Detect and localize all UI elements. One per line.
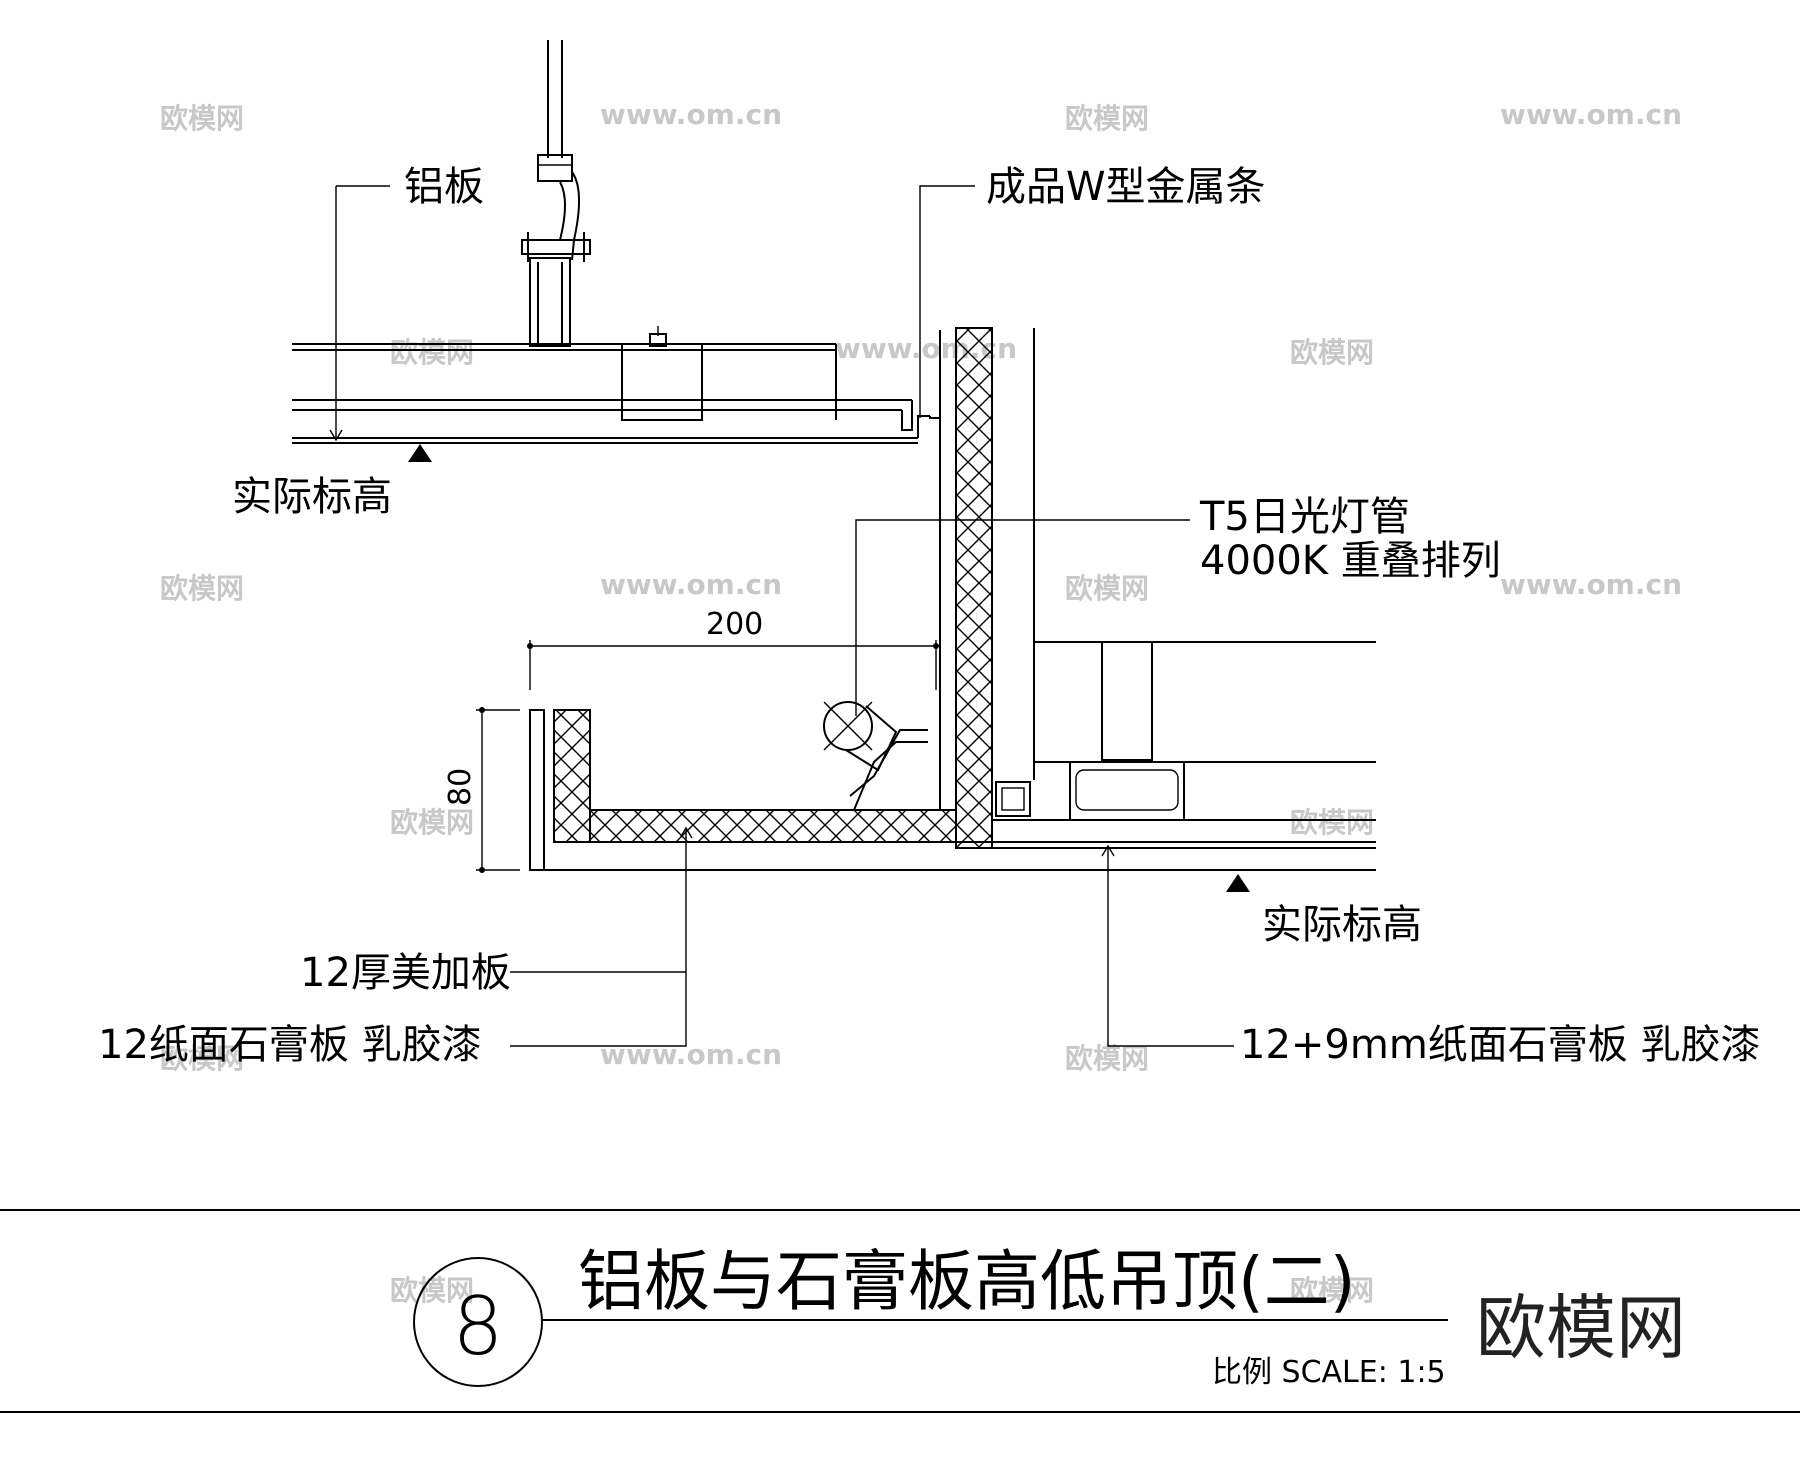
drawing-number: 8 xyxy=(453,1280,504,1373)
watermark-url: www.om.cn xyxy=(600,98,782,131)
title-block: 8 铝板与石膏板高低吊顶(二) 比例 SCALE: 1:5 欧模网 xyxy=(0,1209,1800,1413)
label-aluminum-panel: 铝板 xyxy=(404,164,484,210)
gypsum-box xyxy=(510,519,1376,1047)
drawing-title: 铝板与石膏板高低吊顶(二) xyxy=(578,1243,1356,1320)
drawing-scale: 比例 SCALE: 1:5 xyxy=(1212,1355,1446,1390)
aluminum-ceiling xyxy=(292,40,975,462)
watermark-text: 欧模网 xyxy=(1290,806,1374,839)
dim-height-label: 80 xyxy=(443,768,478,806)
label-w-metal-strip: 成品W型金属条 xyxy=(986,164,1266,210)
watermark-url: www.om.cn xyxy=(1500,98,1682,131)
watermark-text: 欧模网 xyxy=(1065,572,1149,605)
watermark-text: 欧模网 xyxy=(390,806,474,839)
watermark-text: 欧模网 xyxy=(1290,336,1374,369)
watermark-text: 欧模网 xyxy=(1065,102,1149,135)
watermark-text: 欧模网 xyxy=(160,102,244,135)
watermark-url: www.om.cn xyxy=(1500,568,1682,601)
label-t5-tube-1: T5日光灯管 xyxy=(1199,494,1410,540)
watermark-text: 欧模网 xyxy=(390,1274,474,1307)
dimensions: 200 80 xyxy=(443,607,939,873)
watermark-text: 欧模网 xyxy=(160,572,244,605)
label-gypsum-right: 12+9mm纸面石膏板 乳胶漆 xyxy=(1240,1022,1761,1068)
label-t5-tube-2: 4000K 重叠排列 xyxy=(1200,538,1501,584)
watermark-url: www.om.cn xyxy=(600,568,782,601)
watermark-url: www.om.cn xyxy=(600,1038,782,1071)
watermark-layer: 欧模网 www.om.cn 欧模网 www.om.cn 欧模网 www.om.c… xyxy=(160,98,1682,1307)
label-gypsum-left: 12纸面石膏板 乳胶漆 xyxy=(98,1022,482,1068)
watermark-text: 欧模网 xyxy=(1065,1042,1149,1075)
label-actual-level-left: 实际标高 xyxy=(232,474,392,520)
watermark-text: 欧模网 xyxy=(390,336,474,369)
gypsum-wall xyxy=(939,327,1035,849)
label-plywood: 12厚美加板 xyxy=(300,950,511,996)
dim-width-label: 200 xyxy=(706,607,763,642)
watermark-text: 欧模网 xyxy=(160,1042,244,1075)
label-actual-level-right: 实际标高 xyxy=(1262,902,1422,948)
watermark-text: 欧模网 xyxy=(1290,1274,1374,1307)
brand-watermark: 欧模网 xyxy=(1476,1287,1686,1369)
